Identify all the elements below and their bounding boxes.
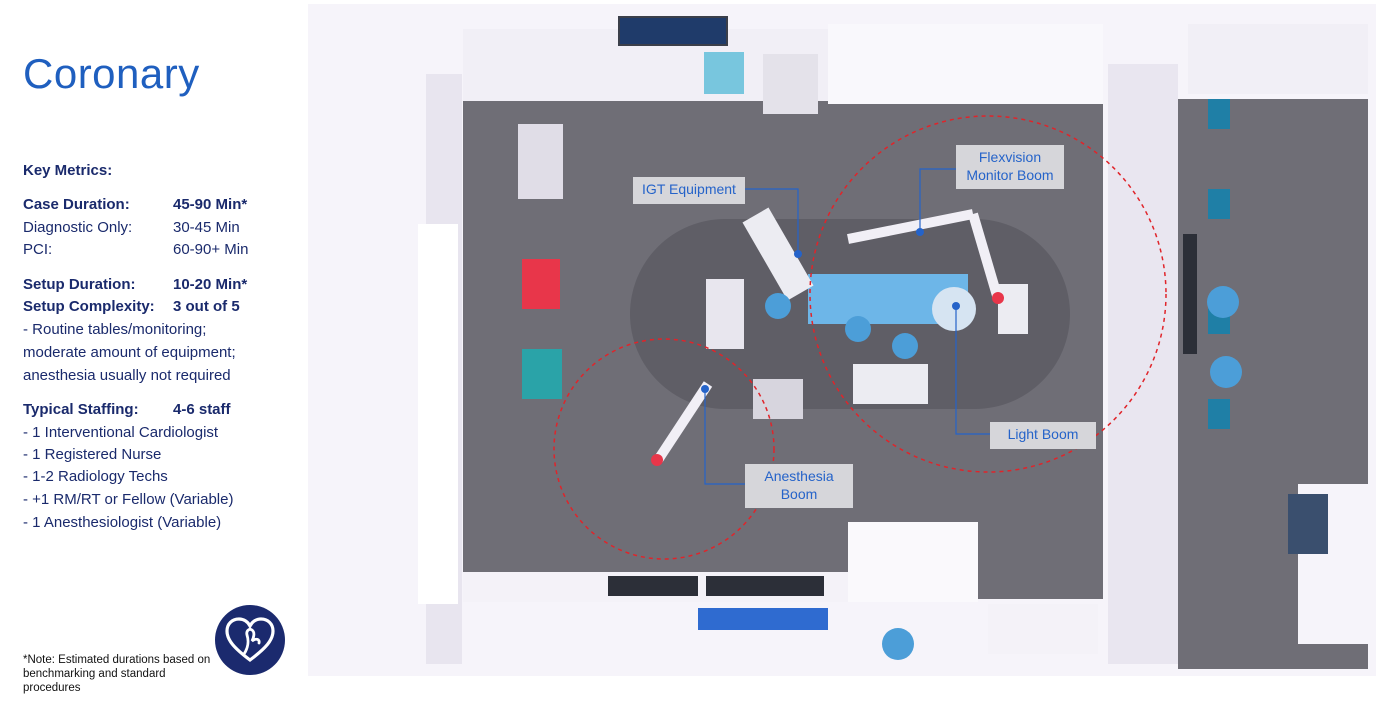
footnote: *Note: Estimated durations based on benc… (23, 654, 211, 694)
anesthesia-boom-callout: Anesthesia Boom (745, 464, 853, 508)
light-boom-leader (955, 306, 990, 435)
blue-cart (704, 52, 744, 94)
anesthesia-cart (753, 379, 803, 419)
chair (1208, 399, 1230, 429)
pci-value: 60-90+ Min (173, 241, 249, 258)
top-monitor-screen (620, 18, 726, 44)
setup-complexity-label: Setup Complexity: (23, 298, 155, 315)
anesthesia-callout-line2: Boom (780, 486, 818, 502)
monitor-cart (706, 279, 744, 349)
side-table (998, 284, 1028, 334)
chair (1208, 189, 1230, 219)
case-duration-value: 45-90 Min* (173, 196, 248, 213)
anesthesia-boom-arm (653, 381, 713, 463)
staff-figure (845, 316, 871, 342)
heart-hand-logo-icon (215, 605, 285, 675)
right-partition (1108, 64, 1178, 664)
boom-pivot (992, 292, 1004, 304)
complexity-note-line: moderate amount of equipment; (23, 344, 236, 361)
setup-duration-value: 10-20 Min* (173, 276, 248, 293)
flexvision-callout-line2: Monitor Boom (966, 167, 1054, 183)
leader-dot (701, 385, 709, 393)
boom-pivot (651, 454, 663, 466)
flexvision-boom-arm (968, 212, 1003, 301)
bottom-right-cabinets (988, 604, 1098, 654)
page-title: Coronary (23, 50, 200, 97)
gurney-teal (522, 349, 562, 399)
staff-item: - 1 Anesthesiologist (Variable) (23, 514, 222, 531)
bottom-cabinet (848, 522, 978, 602)
flexvision-callout: Flexvision Monitor Boom (956, 145, 1064, 189)
chair (1208, 99, 1230, 129)
anesthesia-callout-line1: Anesthesia (764, 468, 834, 484)
control-room-wall (1188, 24, 1368, 94)
top-cabinet (763, 54, 818, 114)
bottom-monitor (608, 576, 698, 596)
pci-label: PCI: (23, 241, 53, 258)
bottom-blue-panel (698, 608, 828, 630)
staff-item: - 1 Registered Nurse (23, 446, 162, 463)
cath-lab-floor-plan (308, 4, 1376, 676)
igt-equipment-leader (745, 188, 799, 254)
diagnostic-only-label: Diagnostic Only: (23, 219, 133, 236)
leader-dot (916, 228, 924, 236)
staff-figure (765, 293, 791, 319)
c-arm (742, 207, 814, 301)
anesthesia-boom-coverage (553, 338, 775, 560)
bottom-keyboard (706, 576, 824, 596)
storage-bins (1288, 494, 1328, 554)
left-cabinets (418, 224, 458, 604)
diagnostic-only-value: 30-45 Min (173, 219, 240, 236)
complexity-note-line: anesthesia usually not required (23, 367, 231, 384)
setup-duration-label: Setup Duration: (23, 276, 136, 293)
staff-item: - +1 RM/RT or Fellow (Variable) (23, 491, 234, 508)
leader-dot (952, 302, 960, 310)
staff-figure (1207, 286, 1239, 318)
light-boom-callout: Light Boom (990, 422, 1096, 449)
flexvision-boom-coverage (809, 115, 1167, 473)
setup-complexity-value: 3 out of 5 (173, 298, 240, 315)
control-desk-monitor (1183, 234, 1197, 354)
igt-equipment-callout: IGT Equipment (633, 177, 745, 204)
leader-dot (794, 250, 802, 258)
case-duration-label: Case Duration: (23, 196, 130, 213)
flexvision-callout-line1: Flexvision (978, 149, 1042, 165)
anesthesia-boom-leader (704, 389, 745, 485)
metrics-panel: Coronary Key Metrics: Case Duration: 45-… (0, 0, 300, 701)
wall-rack (518, 124, 563, 199)
flexvision-leader (919, 168, 956, 232)
staff-figure (892, 333, 918, 359)
typical-staffing-value: 4-6 staff (173, 401, 231, 418)
typical-staffing-label: Typical Staffing: (23, 401, 139, 418)
side-table (853, 364, 928, 404)
gurney-red (522, 259, 560, 309)
staff-figure (1210, 356, 1242, 388)
complexity-note-line: - Routine tables/monitoring; (23, 321, 207, 338)
staff-item: - 1-2 Radiology Techs (23, 468, 168, 485)
top-right-cabinets (828, 24, 1103, 104)
key-metrics-heading: Key Metrics: (23, 162, 113, 179)
staff-figure (882, 628, 914, 660)
staff-item: - 1 Interventional Cardiologist (23, 424, 219, 441)
flexvision-boom-arm (847, 209, 974, 244)
